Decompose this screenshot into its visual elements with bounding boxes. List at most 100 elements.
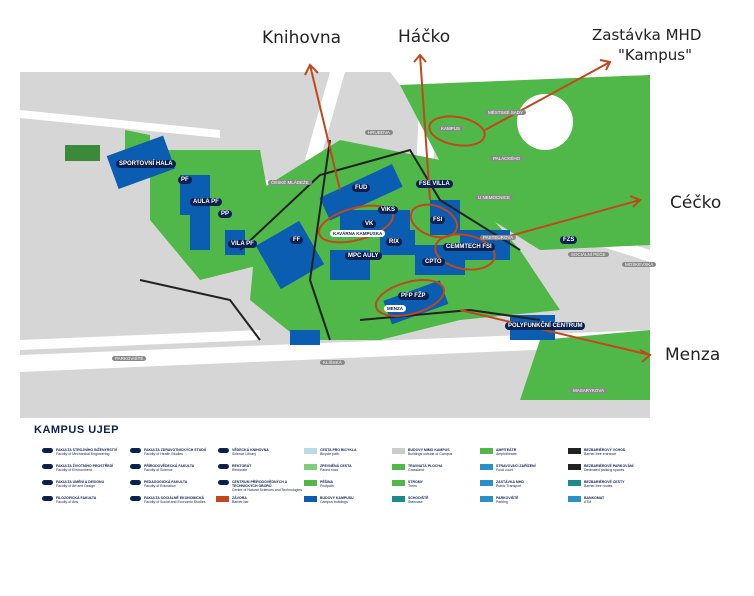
building-mpc-auly[interactable]: MPC AULY (345, 252, 382, 260)
legend-item-title: FAKULTA ZDRAVOTNICKÝCH STUDIÍ (144, 448, 206, 452)
legend-item-title: FAKULTA UMĚNÍ A DESIGNU (56, 480, 105, 484)
legend-item-subtitle: Trees (408, 484, 417, 488)
legend-swatch (304, 448, 317, 454)
legend-item-subtitle: Faculty of Art and Design (56, 484, 96, 488)
legend-item-title: PEDAGOGICKÁ FAKULTA (144, 480, 188, 484)
street-label: KLÍŠSKÁ (320, 360, 345, 365)
legend-swatch (304, 480, 317, 486)
street-label: SOCIÁLNÍ PÉČE (568, 252, 609, 257)
legend-swatch (42, 464, 53, 469)
legend-item-title: PŘÍRODOVĚDECKÁ FAKULTA (144, 464, 195, 468)
legend-item-subtitle: Science Library (232, 452, 257, 456)
building-pfp-fzp[interactable]: PFP FŽP (398, 292, 429, 300)
legend-item-subtitle: Public Transport (496, 484, 522, 488)
legend-item-title: TRAVNATÁ PLOCHA (408, 464, 443, 468)
legend-swatch (42, 448, 53, 453)
annotation-hacko: Háčko (398, 27, 451, 47)
street-label: KAMPUS (438, 126, 464, 131)
legend-item-title: BUDOVY KAMPUSU (320, 496, 354, 500)
building-pp[interactable]: PP (218, 210, 233, 218)
legend-item-title: PĚŠINA (320, 480, 334, 484)
legend-item-title: STRAVOVACÍ ZAŘÍZENÍ (496, 464, 536, 468)
legend-swatch (218, 448, 229, 453)
legend-item-subtitle: Faculty of Environment (56, 468, 92, 472)
building-aula-pf[interactable]: AULA PF (190, 198, 222, 206)
legend-swatch (218, 464, 229, 469)
legend-swatch (130, 464, 141, 469)
legend-item-title: PARKOVIŠTĚ (496, 496, 519, 500)
building-fzs[interactable]: FZS (560, 236, 578, 244)
legend-item-subtitle: Dedicated parking spaces (584, 468, 625, 472)
legend-item-title: CENTRUM PŘÍRODOVĚDNÝCH A TECHNICKÝCH OBO… (232, 480, 288, 488)
building-sportovni-hala[interactable]: SPORTOVNÍ HALA (116, 160, 176, 168)
street-label: MASARYKOVA (570, 388, 608, 393)
annotation-marks (304, 53, 652, 363)
park-circle (517, 94, 573, 150)
annotation-menza: Menza (665, 345, 721, 365)
legend-item-subtitle: Parking (496, 500, 508, 504)
building-rix[interactable]: RIX (386, 238, 403, 246)
legend-title: KAMPUS UJEP (34, 424, 119, 436)
building-fse-villa[interactable]: FSE VILLA (416, 180, 453, 188)
building-kavarna[interactable]: KAVÁRNA KAMPUSKA (330, 230, 386, 237)
building-polyfunkcni-centrum[interactable]: POLYFUNKČNÍ CENTRUM (505, 322, 586, 330)
legend-swatch (130, 496, 141, 501)
street-label: PALACKÉHO (490, 156, 524, 161)
legend-item-subtitle: Rectorate (232, 468, 248, 472)
legend-item-subtitle: Faculty of Social and Economic Studies (144, 500, 206, 504)
street-label: MOSKEVSKÁ (622, 262, 657, 267)
street-label: U NEMOCNICE (475, 195, 514, 200)
annotation-knihovna: Knihovna (262, 28, 342, 48)
building-fud[interactable]: FUD (352, 184, 371, 192)
legend-swatch (304, 464, 317, 470)
street-label: MĚSTSKÉ SADY (485, 110, 527, 115)
legend-swatch (480, 496, 493, 502)
legend-item-subtitle: Footpath (320, 484, 334, 488)
legend-item-subtitle: Faculty of Education (144, 484, 176, 488)
building-vk[interactable]: VK (362, 220, 377, 228)
legend-item-title: SCHODIŠTĚ (408, 496, 429, 500)
building-cemmtech-fsi[interactable]: CEMMTECH FSI (443, 243, 495, 251)
legend-item-title: VĚDECKÁ KNIHOVNA (232, 448, 269, 452)
legend-item-subtitle: ATM (584, 500, 592, 504)
legend-item-title: FAKULTA SOCIÁLNĚ EKONOMICKÁ (144, 496, 205, 500)
building-viks[interactable]: VIKS (378, 206, 399, 214)
legend-swatch (42, 496, 53, 501)
building-fsi[interactable]: FSI (430, 216, 446, 224)
legend-item-title: BUDOVY MIMO KAMPUS (408, 448, 450, 452)
legend-swatch (480, 480, 493, 486)
legend-swatch (480, 448, 493, 454)
legend-item-title: BEZBARIÉROVÉ CESTY (584, 480, 625, 484)
legend-item-title: BEZBARIÉROVÉ PARKOVÁNÍ (584, 464, 634, 468)
building-vila-pf[interactable]: VILA PF (228, 240, 257, 248)
legend-swatch (568, 464, 581, 470)
map-legend: KAMPUS UJEP FAKULTA STROJNÍHO INŽENÝRSTV… (20, 418, 650, 518)
building-menza[interactable]: MENZA (384, 305, 406, 312)
annotation-zastavka: Zastávka MHD (592, 26, 702, 44)
legend-item-subtitle: Food court (496, 468, 513, 472)
building-ff[interactable]: FF (290, 236, 304, 244)
building-pf[interactable]: PF (178, 176, 192, 184)
building-cpto[interactable]: CPTO (422, 258, 445, 266)
legend-swatch (304, 496, 317, 502)
legend-item-subtitle: Faculty of Mechanical Engineering (56, 452, 110, 456)
